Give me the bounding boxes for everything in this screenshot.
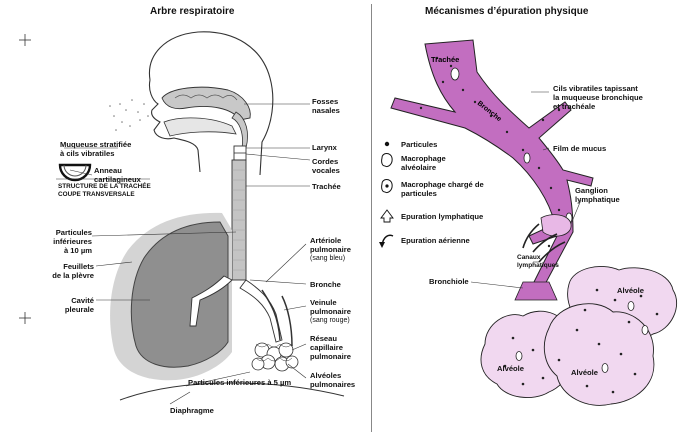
label-film-mucus: Film de mucus <box>553 144 606 153</box>
label-alveole-3: Alvéole <box>571 368 598 377</box>
label-particules-10: Particules inférieures à 10 µm <box>36 228 92 255</box>
label-cordes-vocales: Cordes vocales <box>312 157 340 175</box>
label-arteriole: Artériole pulmonaire(sang bleu) <box>310 236 351 263</box>
pulmonary-venule <box>282 296 292 346</box>
legend-particules: Particules <box>401 140 437 149</box>
label-cavite-pleurale: Cavité pleurale <box>36 296 94 314</box>
alveoli <box>481 266 677 405</box>
label-cils-vibratiles: Cils vibratiles tapissant la muqueuse br… <box>553 84 643 111</box>
label-canaux-lymphatiques: Canaux lymphatiques <box>517 254 559 269</box>
label-reseau-capillaire: Réseau capillaire pulmonaire <box>310 334 351 361</box>
legend-macrophage: Macrophage alvéolaire <box>401 154 446 172</box>
label-trachee: Trachée <box>312 182 341 191</box>
label-alveole-2: Alvéole <box>497 364 524 373</box>
macrophage-icon <box>382 154 393 167</box>
legend-epuration-lymphatique: Epuration lymphatique <box>401 212 483 221</box>
label-alveoles: Alvéoles pulmonaires <box>310 371 355 389</box>
panel-divider <box>371 4 372 432</box>
mouth-cavity <box>164 118 236 136</box>
lymphatic-ganglion <box>541 215 571 237</box>
alveolar-cluster <box>252 343 298 371</box>
right-bronchus <box>240 280 282 342</box>
label-bronche: Bronche <box>310 280 341 289</box>
label-feuillets-plevre: Feuillets de la plèvre <box>36 262 94 280</box>
label-particules-5: Particules inférieures à 5 µm <box>188 378 291 387</box>
label-structure-trachee: STRUCTURE DE LA TRACHÉE COUPE TRANSVERSA… <box>58 183 151 199</box>
label-veinule: Veinule pulmonaire(sang rouge) <box>310 298 351 325</box>
label-ganglion: Ganglion lymphatique <box>575 186 620 204</box>
label-muqueuse: Muqueuse stratifiée à cils vibratiles <box>60 140 131 158</box>
label-bronchiole: Bronchiole <box>429 277 469 286</box>
label-fosses-nasales: Fosses nasales <box>312 97 340 115</box>
label-trachee-right: Trachée <box>431 55 459 64</box>
alveole-bottom-right <box>544 304 654 406</box>
label-larynx: Larynx <box>312 143 337 152</box>
clearance-mechanisms-panel: Mécanismes d’épuration physique Trachée … <box>373 0 686 436</box>
particle-dot-icon <box>385 142 389 146</box>
legend-epuration-aerienne: Epuration aérienne <box>401 236 470 245</box>
inhaled-particles <box>109 99 149 131</box>
label-diaphragme: Diaphragme <box>170 406 214 415</box>
label-alveole-1: Alvéole <box>617 286 644 295</box>
registration-mark-bottom <box>19 312 31 324</box>
label-anneau: Anneau cartilagineux <box>94 166 141 184</box>
bronchiole <box>515 282 557 300</box>
lymph-arrow-icon <box>381 210 393 222</box>
respiratory-tree-panel: Arbre respiratoire <box>0 0 371 436</box>
registration-mark-top <box>19 34 31 46</box>
legend-macrophage-charge: Macrophage chargé de particules <box>401 180 484 198</box>
